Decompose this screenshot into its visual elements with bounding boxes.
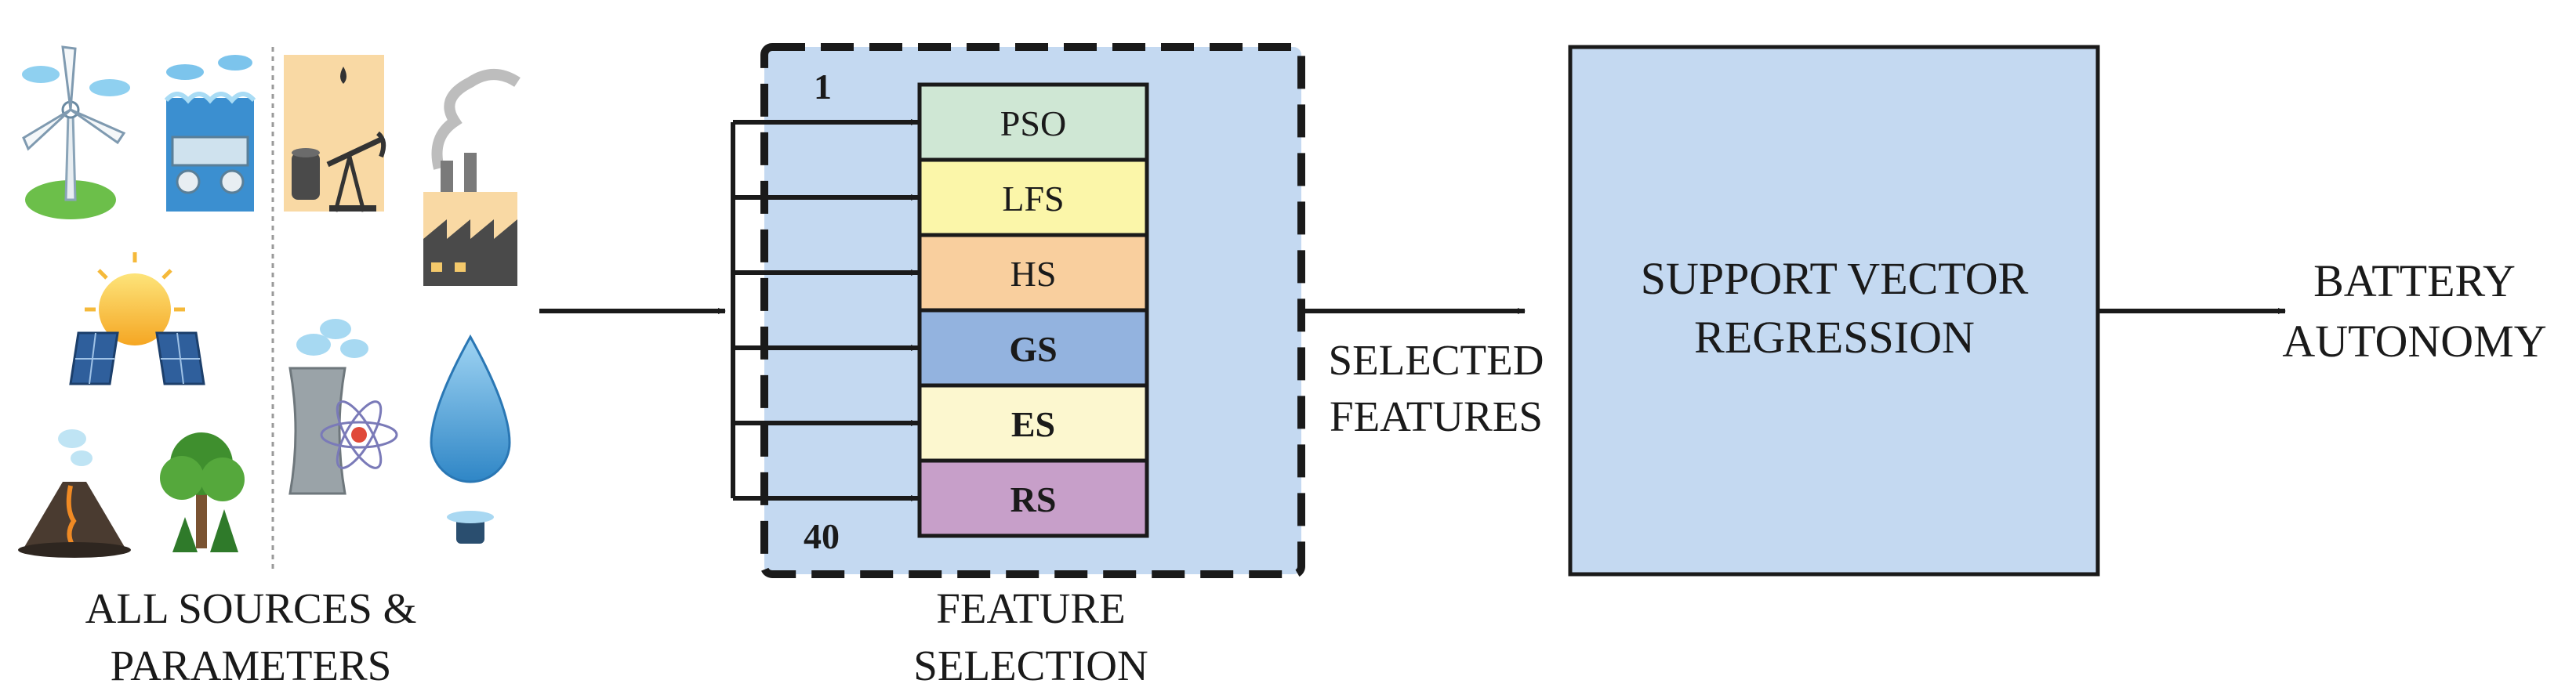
sources-panel: ALL SOURCES & PARAMETERS [18, 45, 521, 689]
oil-pump-icon [284, 55, 386, 212]
method-arrows [733, 119, 919, 501]
nuclear-plant-icon [288, 319, 398, 495]
svr-box [1568, 45, 2100, 577]
feature-selection-block: 1 40 PSO LFS HS GS ES RS FEATURE SELECTION [731, 43, 1305, 689]
output-label-line1: BATTERY [2313, 255, 2516, 306]
sources-label-line1: ALL SOURCES & [85, 584, 417, 632]
svr-label-line2: REGRESSION [1694, 312, 1975, 363]
method-box-es [917, 383, 1149, 463]
sources-label-line2: PARAMETERS [111, 642, 392, 689]
factory-icon [423, 69, 521, 286]
method-label-es: ES [1011, 404, 1055, 444]
method-label-rs: RS [1010, 479, 1057, 519]
feature-selection-label-line1: FEATURE [936, 584, 1125, 632]
svr-label-line1: SUPPORT VECTOR [1641, 253, 2029, 304]
method-box-hs [917, 233, 1149, 313]
method-lfs: LFS [917, 157, 1149, 237]
method-label-hs: HS [1010, 254, 1057, 294]
selected-features-line1: SELECTED [1329, 336, 1544, 384]
method-pso: PSO [917, 82, 1149, 162]
tree-icon [160, 432, 245, 552]
selected-features-line2: FEATURES [1330, 392, 1543, 440]
method-gs: GS [917, 308, 1149, 388]
solar-panel-icon [69, 252, 205, 385]
feature-index-top: 1 [814, 67, 832, 107]
method-hs: HS [917, 233, 1149, 313]
method-box-lfs [917, 157, 1149, 237]
method-es: ES [917, 383, 1149, 463]
water-drop-icon [430, 334, 511, 544]
method-stack: PSO LFS HS GS ES RS [917, 82, 1149, 538]
output-label-line2: AUTONOMY [2282, 316, 2546, 367]
wind-turbine-icon [22, 45, 130, 219]
feature-index-bottom: 40 [804, 516, 840, 556]
method-label-gs: GS [1009, 329, 1057, 369]
volcano-icon [18, 429, 131, 558]
method-label-lfs: LFS [1002, 179, 1064, 219]
method-rs: RS [917, 458, 1149, 538]
method-box-gs [917, 308, 1149, 388]
hydro-dam-icon [164, 55, 256, 212]
method-box-rs [917, 458, 1149, 538]
feature-selection-label-line2: SELECTION [913, 642, 1148, 689]
method-label-pso: PSO [1000, 103, 1066, 143]
